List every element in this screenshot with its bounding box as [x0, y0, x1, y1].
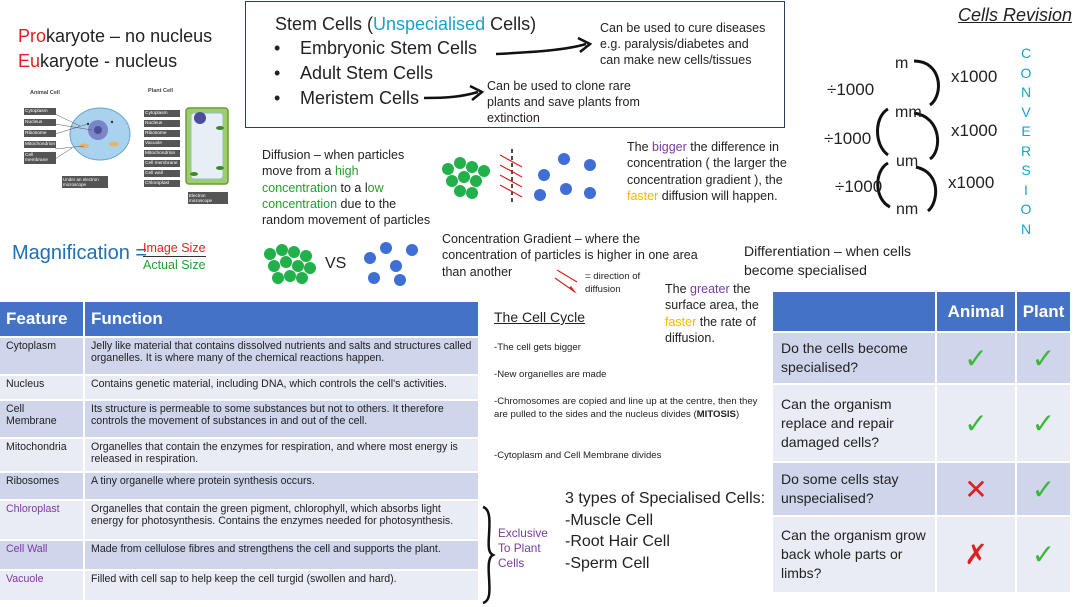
plant-cell-labels: Cytoplasm Nucleus Ribosome Vacuole Mitoc… — [144, 110, 180, 187]
direction-arrow-icon — [554, 269, 578, 294]
multiply-label: x1000 — [951, 121, 998, 140]
surface-area-note: The greater the surface area, the faster… — [665, 282, 759, 345]
cross-icon: ✗ — [936, 515, 1017, 592]
diffusion-definition: Diffusion – when particles move from a h… — [262, 148, 431, 228]
divide-label: ÷1000 — [827, 80, 875, 99]
plant-cell-icon — [185, 107, 229, 185]
list-item: -Sperm Cell — [565, 554, 650, 572]
table-row: Mitochondria Organelles that contain the… — [0, 437, 480, 472]
list-item: Meristem Cells — [274, 86, 477, 111]
tick-icon: ✓ — [1016, 515, 1072, 592]
plant-cell-title: Plant Cell — [148, 88, 174, 94]
conversion-label: C O N V E R S I O N — [1020, 45, 1032, 237]
stem-cells-list: Embryonic Stem Cells Adult Stem Cells Me… — [274, 36, 477, 111]
magnification-label: Magnification = — [12, 242, 148, 264]
stem-note-clone: Can be used to clone rare plants and sav… — [487, 79, 640, 125]
fraction-denominator: Actual Size — [143, 258, 206, 272]
multiply-label: x1000 — [951, 67, 998, 86]
cell-cycle-title: The Cell Cycle — [494, 309, 586, 325]
plant-cell-diagram: Plant Cell Cytoplasm Nucleus Ribosome Va… — [142, 88, 232, 206]
stem-note-cure: Can be used to cure diseases e.g. paraly… — [600, 21, 766, 67]
vs-label: VS — [325, 255, 347, 272]
exclusive-plant-note: Exclusive To Plant Cells — [498, 526, 548, 570]
table-row: Do the cells become specialised? ✓ ✓ — [773, 331, 1072, 384]
unit-mm: mm — [895, 104, 922, 121]
bigger-difference-note: The bigger the difference in concentrati… — [627, 140, 787, 203]
list-item: Embryonic Stem Cells — [274, 36, 477, 61]
tick-icon: ✓ — [936, 383, 1017, 462]
header-function: Function — [84, 302, 480, 337]
unit-m: m — [895, 55, 909, 72]
list-item: -Root Hair Cell — [565, 533, 670, 550]
cell-cycle-step: -Cytoplasm and Cell Membrane divides — [494, 450, 662, 461]
concentration-comparison — [264, 242, 418, 286]
brace-icon — [482, 505, 496, 605]
list-item: -Muscle Cell — [565, 511, 654, 529]
specialised-title: 3 types of Specialised Cells: — [565, 490, 766, 507]
diffusion-diagram — [442, 149, 596, 205]
multiply-label: x1000 — [948, 173, 995, 192]
cell-cycle-step: -The cell gets bigger — [494, 342, 581, 353]
tick-icon: ✓ — [1016, 383, 1072, 462]
specialised-cells: 3 types of Specialised Cells: -Muscle Ce… — [565, 488, 765, 574]
table-row: Nucleus Contains genetic material, inclu… — [0, 374, 480, 400]
fraction-numerator: Image Size — [143, 241, 206, 257]
stem-arrows — [423, 36, 593, 101]
eukaryote-line: Eukaryote - nucleus — [18, 51, 178, 71]
cell-cycle-step: -Chromosomes are copied and line up at t… — [494, 396, 758, 420]
tick-icon: ✓ — [1016, 331, 1072, 384]
header-blank — [773, 292, 937, 332]
table-row: Can the organism grow back whole parts o… — [773, 515, 1072, 592]
organelle-table: Feature Function Cytoplasm Jelly like ma… — [0, 302, 480, 600]
cross-icon: ✕ — [936, 461, 1017, 516]
divide-label: ÷1000 — [835, 177, 883, 196]
unit-nm: nm — [896, 201, 919, 218]
stem-cells-title: Stem Cells (Unspecialised Cells) — [275, 14, 537, 34]
animal-plant-table: Animal Plant Do the cells become special… — [773, 292, 1072, 592]
plant-cell-caption: Electron microscope — [188, 192, 228, 204]
table-row: Ribosomes A tiny organelle where protein… — [0, 471, 480, 500]
conversion-loops — [876, 59, 940, 213]
unit-um: um — [896, 153, 919, 170]
header-plant: Plant — [1016, 292, 1072, 332]
tick-icon: ✓ — [1016, 461, 1072, 516]
prokaryote-line: Prokaryote – no nucleus — [18, 26, 213, 46]
stem-cells-box: Stem Cells (Unspecialised Cells) Embryon… — [245, 1, 785, 128]
table-row: Vacuole Filled with cell sap to help kee… — [0, 569, 480, 600]
animal-cell-icon — [54, 107, 131, 161]
magnification-fraction: Image Size Actual Size — [143, 240, 206, 273]
list-item: Adult Stem Cells — [274, 61, 477, 86]
animal-cell-title: Animal Cell — [30, 90, 60, 96]
table-row: Do some cells stay unspecialised? ✕ ✓ — [773, 461, 1072, 516]
gradient-definition: Concentration Gradient – where the conce… — [442, 232, 698, 279]
cell-type-definitions: Prokaryote – no nucleus Eukaryote - nucl… — [18, 24, 212, 74]
header-feature: Feature — [0, 302, 85, 337]
tick-icon: ✓ — [936, 331, 1017, 384]
table-row: Chloroplast Organelles that contain the … — [0, 499, 480, 540]
animal-cell-labels: Cytoplasm Nucleus Ribosome Mitochondrion… — [24, 108, 56, 164]
header-animal: Animal — [936, 292, 1017, 332]
table-row: Cytoplasm Jelly like material that conta… — [0, 336, 480, 375]
divide-label: ÷1000 — [824, 129, 872, 148]
differentiation-definition: Differentiation – when cells become spec… — [744, 243, 912, 278]
table-row: Cell Membrane Its structure is permeable… — [0, 399, 480, 438]
animal-cell-caption: Under an electron microscope — [62, 176, 108, 188]
cell-cycle-step: -New organelles are made — [494, 369, 607, 380]
table-row: Can the organism replace and repair dama… — [773, 383, 1072, 462]
direction-legend: = direction of diffusion — [585, 271, 641, 295]
page-title: Cells Revision — [958, 5, 1073, 25]
animal-cell-diagram: Animal Cell Cytoplasm Nucleus Ribosome M… — [22, 88, 137, 193]
table-row: Cell Wall Made from cellulose fibres and… — [0, 539, 480, 570]
